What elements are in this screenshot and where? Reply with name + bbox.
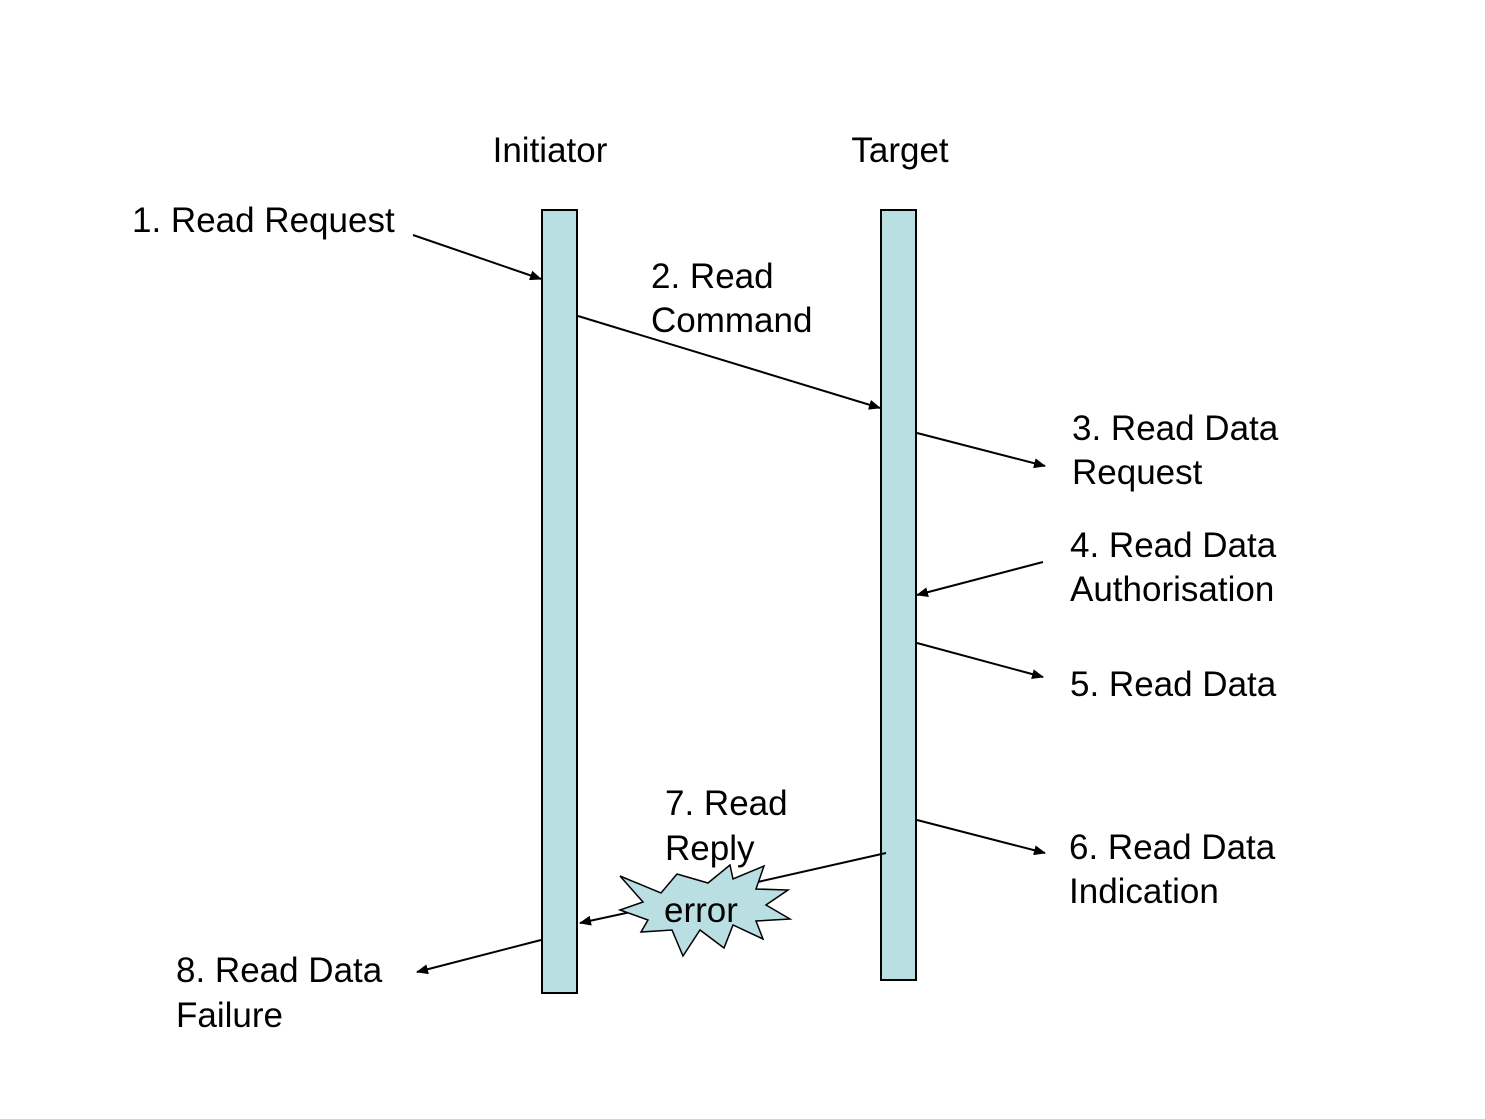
message-7-arrow-upper [739, 852, 887, 887]
message-5-arrow [916, 642, 1044, 679]
participant-target-label: Target [851, 131, 949, 170]
message-1-label-line-1: 1. Read Request [132, 201, 395, 240]
message-4-label-line-2: Authorisation [1070, 570, 1274, 609]
message-4-label-line-1: 4. Read Data [1070, 526, 1277, 565]
message-2-arrow [577, 315, 881, 410]
message-6-label-line-2: Indication [1069, 872, 1219, 911]
error-burst: error [617, 863, 793, 958]
message-1-arrow [412, 234, 542, 281]
message-4-arrow [916, 561, 1044, 598]
message-8-label-line-1: 8. Read Data [176, 951, 383, 990]
message-7-label: 7. Read Reply [665, 784, 797, 868]
message-1-label: 1. Read Request [132, 201, 395, 240]
participant-initiator-label: Initiator [493, 131, 608, 170]
message-7-label-line-1: 7. Read [665, 784, 788, 823]
initiator-lifeline [541, 209, 578, 994]
error-burst-shape [617, 863, 793, 958]
message-3-label-line-2: Request [1072, 453, 1203, 492]
message-3-arrow [916, 432, 1046, 469]
message-6-arrow [916, 819, 1046, 856]
target-lifeline [880, 209, 917, 981]
message-6-label-line-1: 6. Read Data [1069, 828, 1276, 867]
message-4-label: 4. Read Data Authorisation [1070, 526, 1286, 609]
message-3-label: 3. Read Data Request [1072, 409, 1288, 492]
message-2-label-line-2: Command [651, 301, 812, 340]
message-8-label-line-2: Failure [176, 996, 283, 1035]
message-7-label-line-2: Reply [665, 829, 755, 868]
message-3-label-line-1: 3. Read Data [1072, 409, 1279, 448]
message-2-label-line-1: 2. Read [651, 257, 774, 296]
message-6-label: 6. Read Data Indication [1069, 828, 1285, 911]
message-5-label-line-1: 5. Read Data [1070, 665, 1277, 704]
message-8-label: 8. Read Data Failure [176, 951, 392, 1035]
error-label: error [664, 891, 738, 930]
message-2-label: 2. Read Command [651, 257, 812, 340]
message-8-arrow [416, 939, 542, 975]
message-5-label: 5. Read Data [1070, 665, 1277, 704]
